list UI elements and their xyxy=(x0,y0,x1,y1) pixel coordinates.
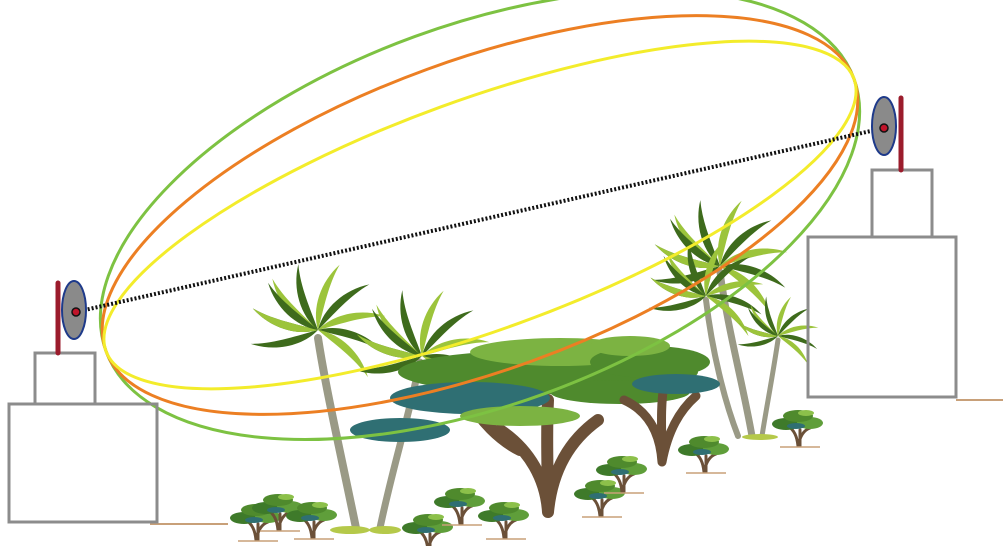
palm-tree-icon xyxy=(652,198,788,440)
fresnel-zone-inner xyxy=(102,39,858,391)
acacia-tree-icon xyxy=(590,336,720,467)
building-left-tower xyxy=(33,351,97,406)
feed-point-right xyxy=(879,123,889,133)
small-trees xyxy=(228,408,825,546)
dish-antenna-icon xyxy=(871,95,904,173)
palm-tree-icon xyxy=(250,262,386,534)
palm-tree-icon xyxy=(737,295,819,440)
palm-tree-icon xyxy=(354,288,490,534)
fresnel-zones xyxy=(98,0,862,442)
dish-antenna-icon xyxy=(55,280,87,356)
building-left xyxy=(7,351,159,524)
feed-point-left xyxy=(71,307,81,317)
palm-tree-icon xyxy=(648,238,764,439)
